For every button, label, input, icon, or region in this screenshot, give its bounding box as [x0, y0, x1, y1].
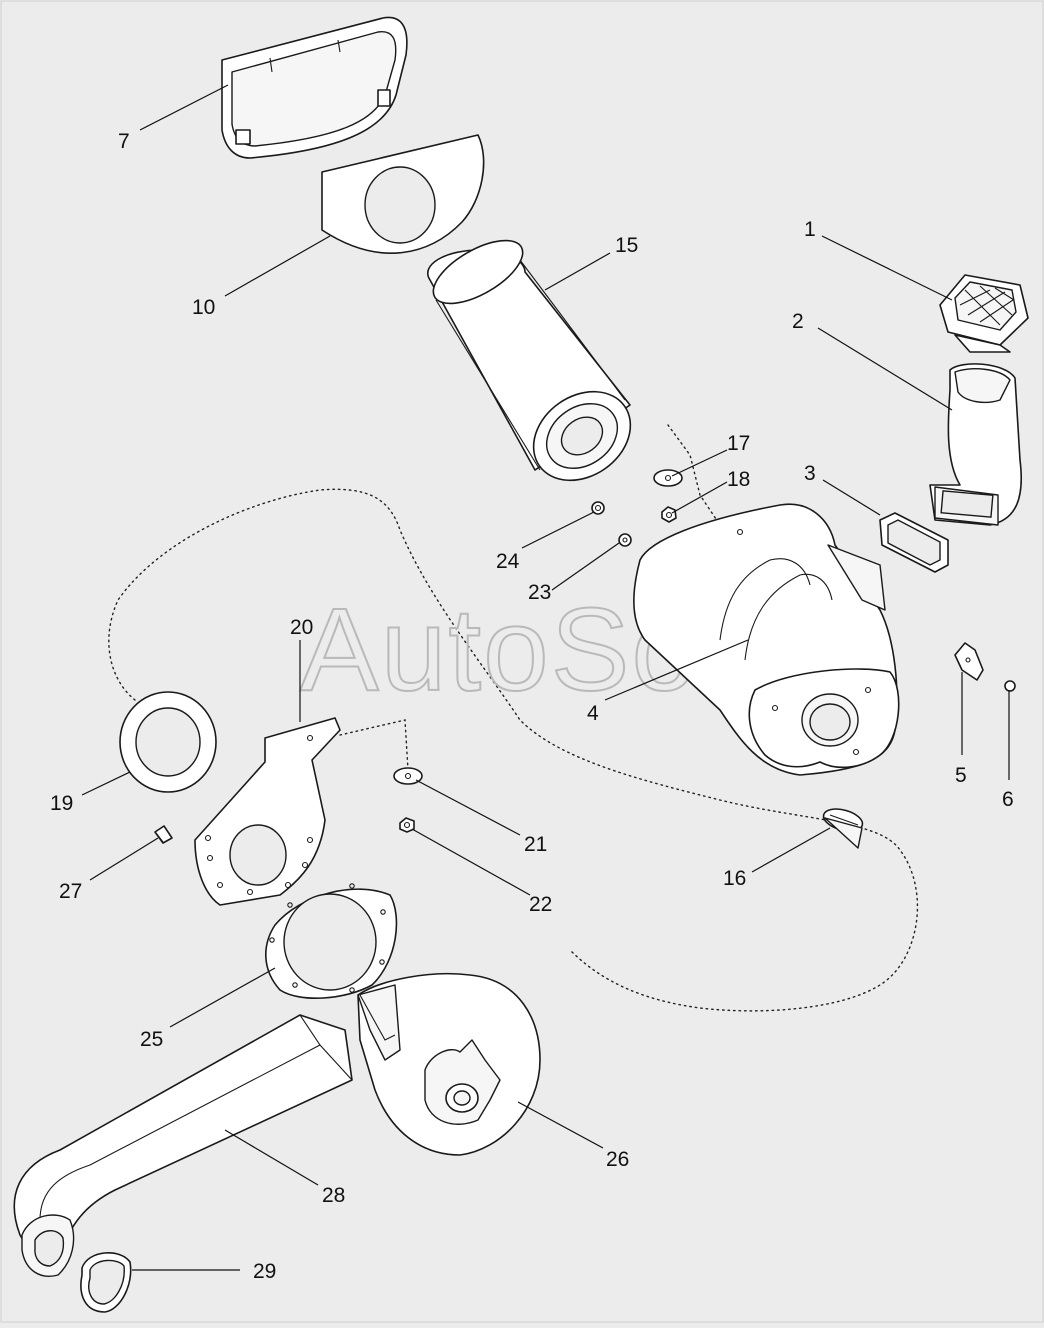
callout-22: 22	[529, 893, 552, 916]
part-5-bracket	[954, 642, 984, 681]
callout-4: 4	[587, 702, 599, 725]
callout-26: 26	[606, 1148, 629, 1171]
part-27-bolt	[154, 825, 173, 844]
callout-23: 23	[528, 581, 551, 604]
callout-20: 20	[290, 616, 313, 639]
callout-28: 28	[322, 1184, 345, 1207]
callout-18: 18	[727, 468, 750, 491]
part-19-ring-gasket	[119, 691, 217, 793]
part-17-washer	[653, 469, 683, 487]
callout-19: 19	[50, 792, 73, 815]
leader-lines	[81, 84, 1010, 1271]
callout-5: 5	[955, 764, 967, 787]
callout-21: 21	[524, 833, 547, 856]
part-29-duct-seal	[80, 1252, 132, 1313]
callout-1: 1	[804, 218, 816, 241]
dotted-link-20-21	[339, 719, 409, 771]
part-4-air-cleaner-housing	[633, 503, 900, 776]
callout-24: 24	[496, 550, 520, 573]
callout-2: 2	[792, 310, 804, 333]
assembly-boundary-dotted	[108, 488, 919, 1012]
part-3-rect-seal	[879, 512, 949, 573]
callout-27: 27	[59, 880, 82, 903]
part-18-nut	[661, 506, 677, 523]
part-15-filter-element	[427, 239, 632, 482]
part-7-cover-frame	[221, 16, 408, 159]
callout-7: 7	[118, 130, 130, 153]
part-22-nut	[399, 817, 415, 833]
callout-10: 10	[192, 296, 215, 319]
callout-29: 29	[253, 1260, 276, 1283]
part-28-flex-duct	[13, 1014, 353, 1277]
part-23-washer	[618, 533, 632, 547]
part-26-blower-unit	[357, 972, 541, 1156]
part-20-mounting-plate	[194, 717, 341, 906]
part-2-elbow-duct	[929, 363, 1022, 526]
callout-17: 17	[727, 432, 750, 455]
part-25-blower-gasket	[265, 883, 398, 999]
callout-16: 16	[723, 867, 746, 890]
part-16-dust-valve	[822, 808, 864, 849]
part-6-nut	[1004, 680, 1016, 692]
callout-25: 25	[140, 1028, 163, 1051]
part-10-gasket-plate	[321, 134, 485, 254]
part-24-nut	[591, 501, 605, 515]
part-1-rain-cap	[939, 274, 1029, 353]
callout-3: 3	[804, 462, 816, 485]
callout-6: 6	[1002, 788, 1014, 811]
callout-15: 15	[615, 234, 638, 257]
dotted-link-17	[667, 424, 721, 526]
part-21-washer	[393, 767, 423, 785]
callout-labels: 1 2 3 4 5 6 7 10 15 16 17 18 19 20 21 22…	[50, 130, 1014, 1283]
